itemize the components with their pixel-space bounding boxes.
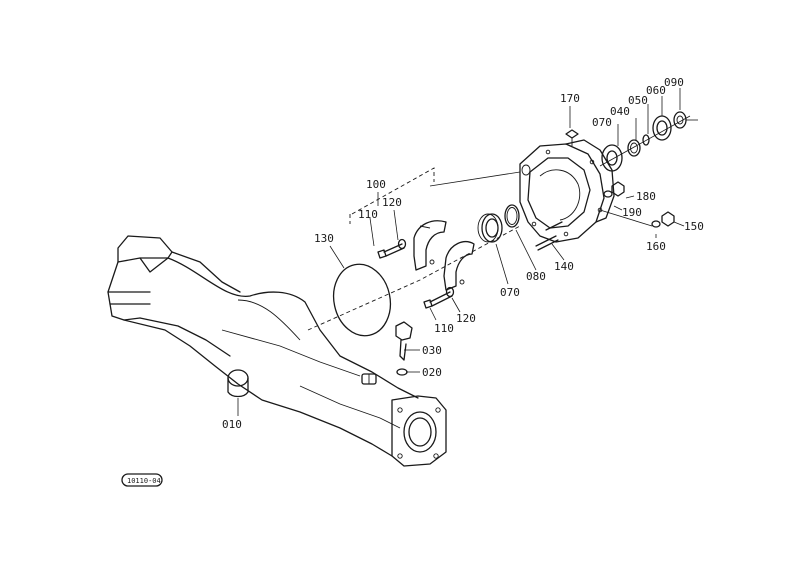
part-070-bearing-inner — [477, 213, 503, 243]
part-070-bearing-outer — [601, 144, 623, 172]
part-050-ring — [642, 134, 650, 146]
part-190-washer — [603, 190, 613, 198]
part-100-bearing-cap-upper — [413, 220, 447, 271]
part-110-bolt-lower — [423, 291, 453, 309]
callout-060: 060 — [646, 84, 666, 97]
part-100-bracket — [349, 167, 435, 224]
part-040-spacer — [627, 139, 641, 157]
part-010-axle-housing — [107, 235, 447, 467]
leader-lines — [237, 88, 698, 416]
part-170-bolt — [565, 129, 579, 146]
part-030-breather — [395, 321, 413, 361]
part-120-washer-upper — [397, 238, 407, 250]
part-180-nut — [611, 181, 625, 197]
callout-190: 190 — [622, 206, 642, 219]
callout-020: 020 — [422, 366, 442, 379]
part-020-washer — [396, 368, 408, 376]
part-080-snap-ring — [504, 204, 520, 228]
drawing-code-text: 10110-04 — [127, 477, 161, 485]
callout-080: 080 — [526, 270, 546, 283]
callout-labels: 010 020 030 040 050 060 070 070 080 090 … — [222, 76, 704, 431]
part-160-washer — [651, 220, 661, 228]
callout-150: 150 — [684, 220, 704, 233]
callout-110-lower: 110 — [434, 322, 454, 335]
assembly-centerline — [307, 225, 521, 331]
part-100-bearing-cap-lower — [443, 241, 475, 291]
stud-axis-160 — [599, 209, 653, 227]
callout-010: 010 — [222, 418, 242, 431]
callout-140: 140 — [554, 260, 574, 273]
part-120-washer-lower — [445, 286, 455, 298]
callout-100: 100 — [366, 178, 386, 191]
callout-130: 130 — [314, 232, 334, 245]
callout-050: 050 — [628, 94, 648, 107]
callout-110-upper: 110 — [358, 208, 378, 221]
callout-070-upper: 070 — [592, 116, 612, 129]
callout-040: 040 — [610, 105, 630, 118]
part-150-nut — [661, 211, 675, 227]
drawing-code-badge: 10110-04 — [121, 473, 163, 487]
callout-070-lower: 070 — [500, 286, 520, 299]
callout-120-lower: 120 — [456, 312, 476, 325]
part-carrier-housing — [519, 139, 615, 243]
outer-bearing-axis — [599, 115, 691, 167]
callout-180: 180 — [636, 190, 656, 203]
part-100-arrow — [429, 171, 521, 187]
callout-160: 160 — [646, 240, 666, 253]
callout-120-upper: 120 — [382, 196, 402, 209]
part-110-bolt-upper — [377, 243, 405, 259]
callout-090: 090 — [664, 76, 684, 89]
callout-170: 170 — [560, 92, 580, 105]
part-090-seal — [673, 111, 687, 129]
part-130-o-ring — [332, 263, 392, 337]
callout-030: 030 — [422, 344, 442, 357]
